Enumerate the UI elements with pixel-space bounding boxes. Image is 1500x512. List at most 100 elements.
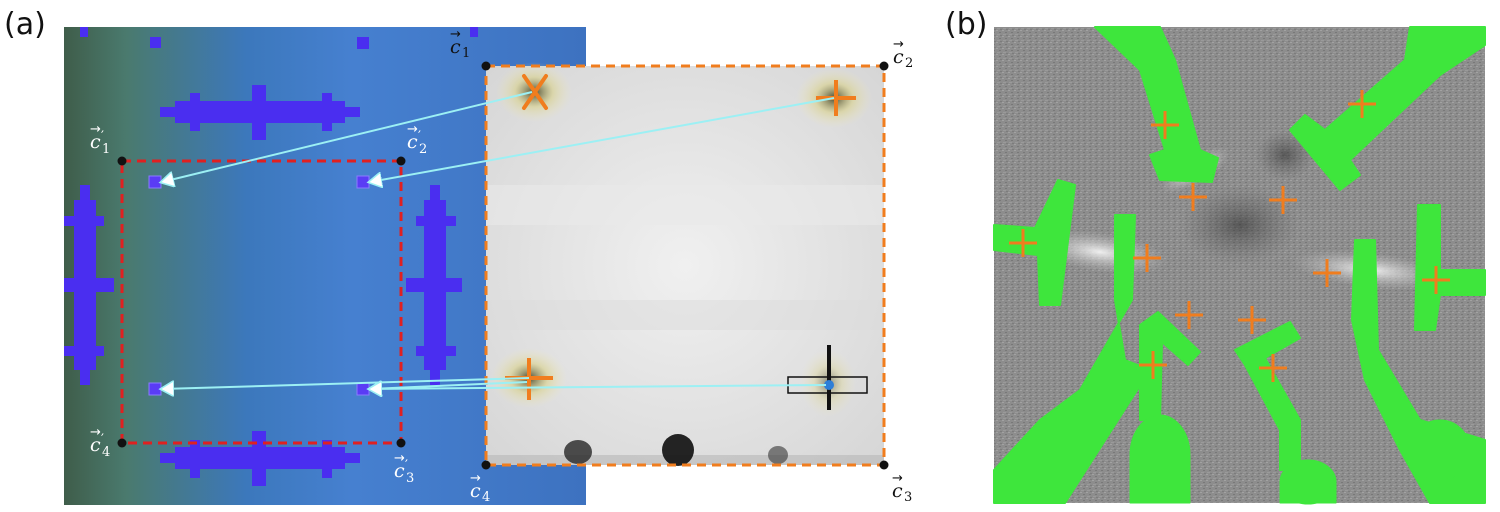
sem-cross-6 <box>1133 244 1161 272</box>
corner-dot-c1 <box>481 61 491 71</box>
sem-dark-region <box>1180 185 1300 265</box>
optical-dark-spot <box>564 440 592 464</box>
sem-cross-11 <box>1139 351 1167 379</box>
target-square-2 <box>356 175 370 189</box>
panel-a-label: (a) <box>4 7 46 42</box>
svg-text:1: 1 <box>102 142 110 157</box>
electrode-pad-bottom-center-base <box>1279 481 1337 504</box>
label-c3: → c 3 <box>892 471 912 505</box>
svg-text:c: c <box>90 434 101 456</box>
svg-text:→: → <box>893 37 904 52</box>
corner-dot-c2p <box>396 156 406 166</box>
svg-text:′: ′ <box>418 129 421 144</box>
optical-band <box>486 300 884 330</box>
sem-cross-7 <box>1313 259 1341 287</box>
target-square-1 <box>148 175 162 189</box>
svg-text:c: c <box>450 36 461 58</box>
design-marker <box>150 37 161 48</box>
electrode-center-left <box>1139 311 1201 421</box>
panel-a: (a) <box>4 7 913 505</box>
optical-image <box>486 62 884 466</box>
sem-cross-10 <box>1238 306 1266 334</box>
corner-dot-c4 <box>481 460 491 470</box>
sem-cross-2 <box>1348 90 1376 118</box>
svg-text:4: 4 <box>102 445 110 460</box>
sem-cross-3 <box>1179 183 1207 211</box>
label-c1: → c 1 <box>450 27 470 61</box>
design-cross-bottom <box>160 431 360 486</box>
svg-text:→: → <box>450 27 461 42</box>
label-c1-prime: → c ′ 1 <box>90 122 110 157</box>
svg-text:c: c <box>893 46 904 68</box>
corner-dot-c3 <box>879 460 889 470</box>
electrode-pad-bottom-right <box>1409 419 1471 481</box>
design-box-red <box>120 159 403 445</box>
design-cross-left <box>64 185 114 385</box>
svg-text:c: c <box>470 480 481 502</box>
svg-text:→: → <box>90 122 101 137</box>
target-square-3 <box>148 382 162 396</box>
match-line-1 <box>162 91 533 182</box>
match-line-5 <box>370 385 827 389</box>
label-c4-prime: → c ′ 4 <box>90 425 110 460</box>
svg-text:′: ′ <box>101 129 104 144</box>
svg-text:c: c <box>407 131 418 153</box>
label-c2-prime: → c ′ 2 <box>407 122 427 157</box>
detected-cross-1 <box>522 74 548 110</box>
electrode-top-left <box>1094 26 1219 183</box>
match-line-3 <box>162 377 530 389</box>
panel-b-label: (b) <box>945 7 987 42</box>
svg-text:2: 2 <box>419 142 427 157</box>
optical-box-orange <box>484 64 886 467</box>
sem-crosses <box>1009 90 1450 382</box>
corner-dot-c3p <box>396 438 406 448</box>
reference-center <box>824 380 834 390</box>
sem-cross-1 <box>1151 111 1179 139</box>
label-c3-prime: → c ′ 3 <box>394 451 414 486</box>
design-marker <box>80 27 88 37</box>
sem-cross-9 <box>1175 301 1203 329</box>
match-line-2 <box>370 97 835 182</box>
svg-text:′: ′ <box>405 458 408 473</box>
svg-text:→: → <box>470 471 481 486</box>
optical-dark-spot <box>662 434 694 466</box>
sem-cross-12 <box>1259 354 1287 382</box>
design-marker <box>357 37 369 49</box>
corner-dot-c1p <box>117 156 127 166</box>
svg-text:c: c <box>394 460 405 482</box>
svg-text:c: c <box>90 131 101 153</box>
svg-text:4: 4 <box>482 490 490 505</box>
svg-text:→: → <box>892 471 903 486</box>
corner-dot-c4p <box>117 438 127 448</box>
sem-cross-4 <box>1269 186 1297 214</box>
panel-b: (b) <box>945 7 1486 505</box>
sem-image <box>993 26 1486 505</box>
match-lines <box>162 91 835 389</box>
svg-text:3: 3 <box>406 471 414 486</box>
electrode-right <box>1414 204 1486 331</box>
electrode-top-right <box>1289 26 1486 191</box>
design-marker <box>470 27 478 37</box>
electrode-center-right <box>1234 321 1301 471</box>
detected-cross-2 <box>816 80 856 116</box>
label-c2: → c 2 <box>893 37 913 71</box>
electrode-left-2 <box>993 214 1151 504</box>
label-c4: → c 4 <box>470 471 490 505</box>
svg-text:3: 3 <box>904 490 912 505</box>
svg-text:2: 2 <box>905 56 913 71</box>
optical-dark-spot <box>768 446 788 464</box>
svg-text:′: ′ <box>101 432 104 447</box>
corner-dot-c2 <box>879 61 889 71</box>
optical-band <box>486 185 884 225</box>
target-square-4 <box>356 382 370 396</box>
electrode-pad-bottom-left-base <box>1129 454 1191 504</box>
design-cross-right <box>406 185 462 385</box>
sem-cross-8 <box>1422 266 1450 294</box>
svg-text:c: c <box>892 480 903 502</box>
svg-text:→: → <box>90 425 101 440</box>
svg-text:1: 1 <box>462 46 470 61</box>
sem-cross-5 <box>1009 229 1037 257</box>
svg-text:→: → <box>394 451 405 466</box>
design-cross-top <box>160 85 360 140</box>
